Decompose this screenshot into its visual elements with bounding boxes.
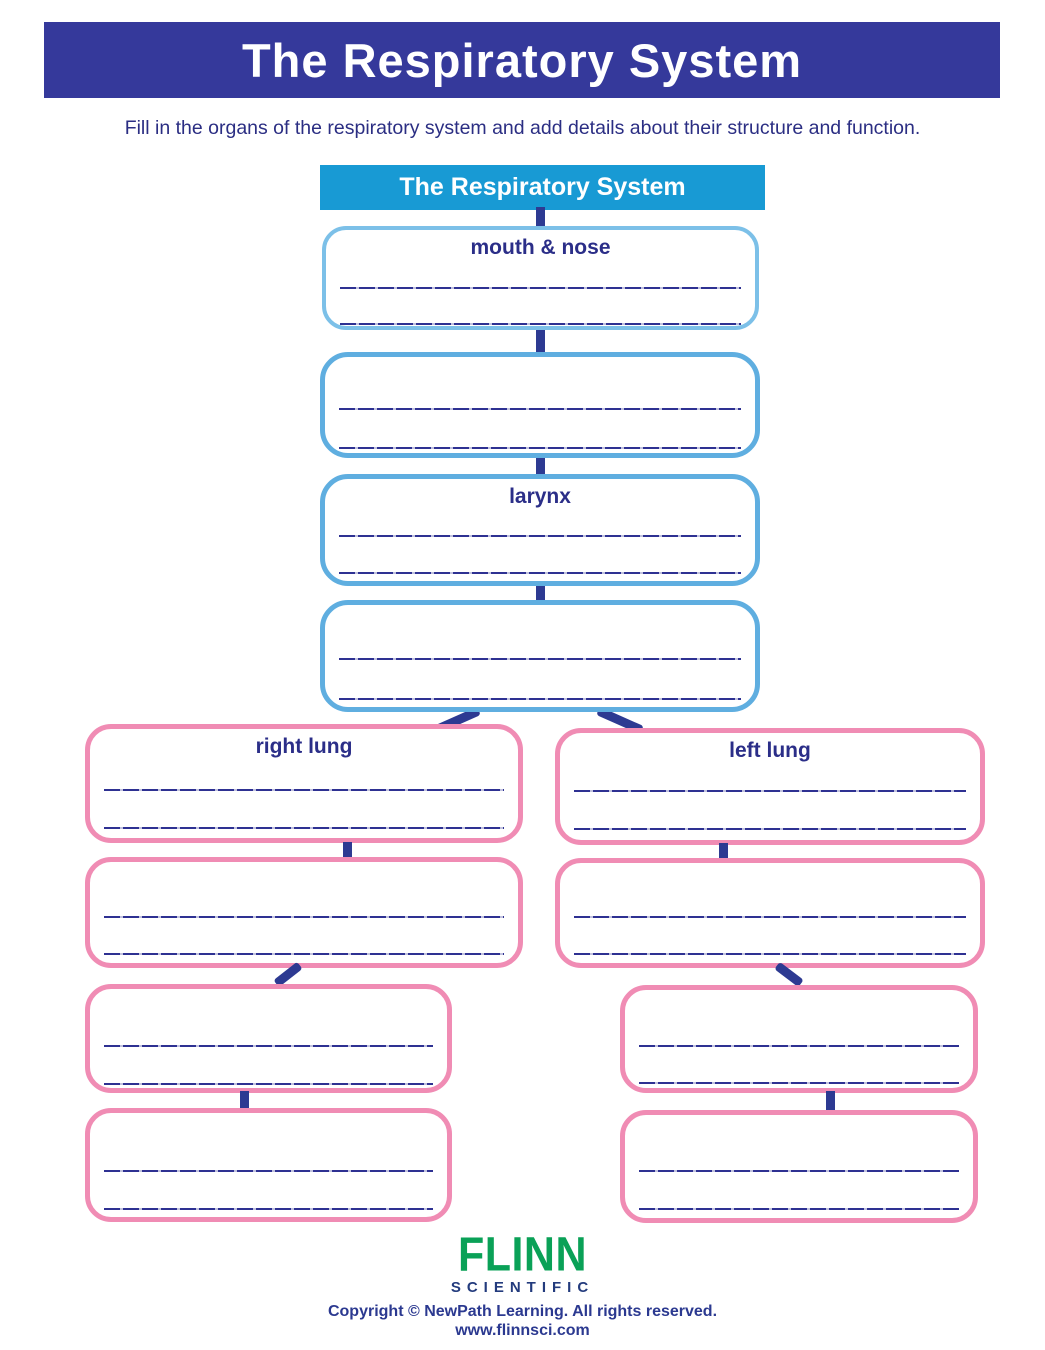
connector-root-mouthnose xyxy=(536,207,545,229)
node-mouth-nose: mouth & nose xyxy=(322,226,759,330)
write-in-line xyxy=(104,789,504,791)
connector-mouthnose-blank1 xyxy=(536,328,545,354)
node-left-col-blank-3 xyxy=(85,1108,452,1222)
node-left-lung: left lung xyxy=(555,728,985,845)
flinn-logo-subtitle: SCIENTIFIC xyxy=(450,1279,595,1296)
write-in-line xyxy=(639,1208,959,1210)
title-banner: The Respiratory System xyxy=(44,22,1000,98)
write-in-line xyxy=(574,790,966,792)
node-left-col-blank-2 xyxy=(85,984,452,1093)
root-node: The Respiratory System xyxy=(320,165,765,210)
node-label-left-lung: left lung xyxy=(729,739,811,762)
node-larynx: larynx xyxy=(320,474,760,586)
node-right-lung: right lung xyxy=(85,724,523,843)
write-in-line xyxy=(339,658,741,660)
write-in-line xyxy=(639,1170,959,1172)
node-right-col-blank-2 xyxy=(620,985,978,1093)
connector-right-col-bottom xyxy=(826,1091,835,1112)
node-label-mouth-nose: mouth & nose xyxy=(470,236,611,259)
write-in-line xyxy=(104,827,504,829)
write-in-line xyxy=(340,323,741,325)
write-in-line xyxy=(104,916,504,918)
connector-larynx-blank2 xyxy=(536,583,545,602)
write-in-line xyxy=(104,1045,433,1047)
node-center-blank-2 xyxy=(320,600,760,712)
write-in-line xyxy=(339,535,741,537)
write-in-line xyxy=(104,953,504,955)
write-in-line xyxy=(639,1045,959,1047)
node-label-right-lung: right lung xyxy=(255,735,353,758)
node-right-col-blank-1 xyxy=(555,858,985,968)
copyright-text: Copyright © NewPath Learning. All rights… xyxy=(327,1303,718,1320)
write-in-line xyxy=(574,828,966,830)
node-label-larynx: larynx xyxy=(509,485,571,508)
write-in-line xyxy=(104,1083,433,1085)
write-in-line xyxy=(104,1208,433,1210)
page-title: The Respiratory System xyxy=(241,33,803,87)
write-in-line xyxy=(339,447,741,449)
flinn-logo: FLINN xyxy=(457,1228,588,1282)
write-in-line xyxy=(339,572,741,574)
write-in-line xyxy=(639,1082,959,1084)
connector-blank1-larynx xyxy=(536,455,545,476)
node-left-col-blank-1 xyxy=(85,857,523,968)
write-in-line xyxy=(104,1170,433,1172)
website-url: www.flinnsci.com xyxy=(455,1322,590,1340)
write-in-line xyxy=(340,287,741,289)
write-in-line xyxy=(574,916,966,918)
connector-right-lung-blank xyxy=(343,842,352,859)
connector-left-col-bottom xyxy=(240,1091,249,1110)
write-in-line xyxy=(339,408,741,410)
connector-left-lung-blank xyxy=(719,843,728,860)
footer: FLINN SCIENTIFIC Copyright © NewPath Lea… xyxy=(0,1228,1045,1342)
node-right-col-blank-3 xyxy=(620,1110,978,1223)
write-in-line xyxy=(574,953,966,955)
instruction-text: Fill in the organs of the respiratory sy… xyxy=(124,117,921,139)
node-center-blank-1 xyxy=(320,352,760,458)
write-in-line xyxy=(339,698,741,700)
